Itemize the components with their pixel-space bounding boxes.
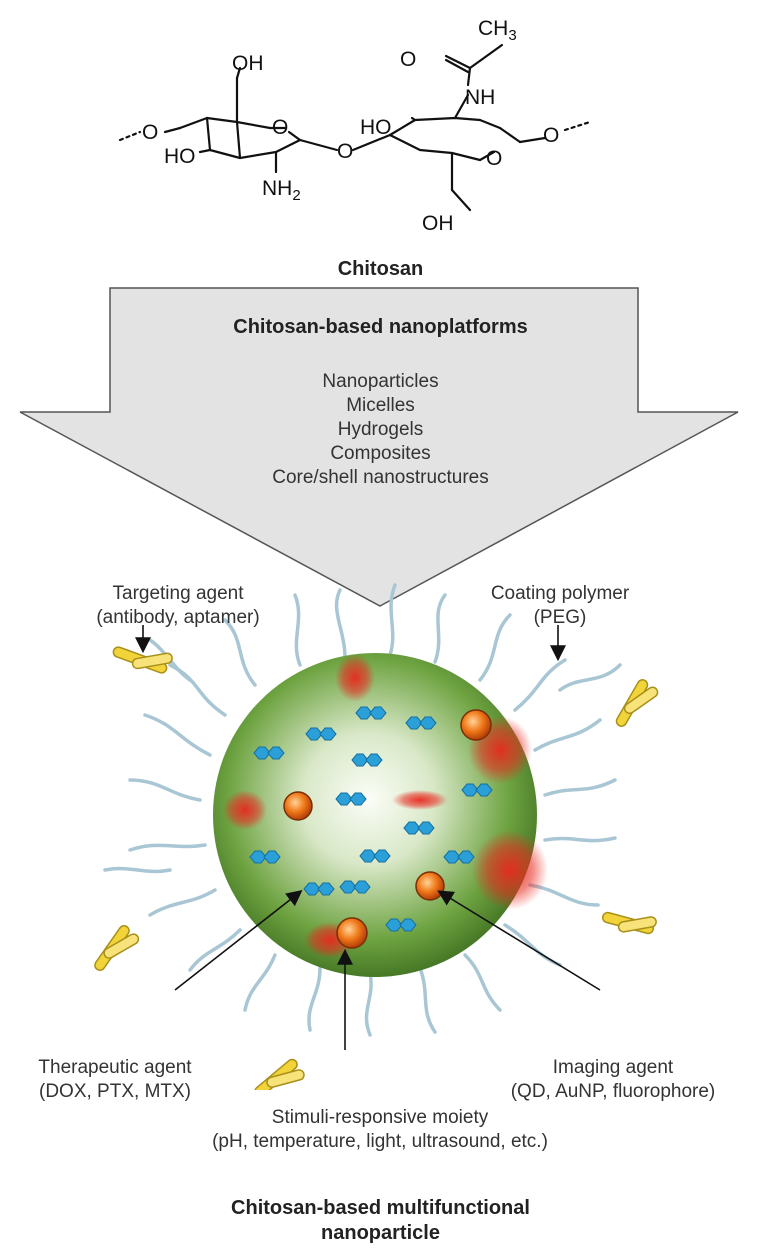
label-pointers	[135, 625, 601, 1050]
atom-ho-right: HO	[360, 116, 392, 139]
coating-polymer-label: Coating polymer (PEG)	[450, 582, 670, 630]
nanoplatform-item: Composites	[330, 443, 431, 464]
atom-o-left-end: O	[142, 121, 158, 144]
atom-oh-top: OH	[232, 52, 264, 75]
stimuli-moiety-label: Stimuli-responsive moiety (pH, temperatu…	[120, 1106, 640, 1154]
nanoplatform-list: Nanoparticles Micelles Hydrogels Composi…	[0, 370, 761, 490]
therapeutic-agent-examples: (DOX, PTX, MTX)	[39, 1081, 191, 1102]
atom-o-right-end: O	[543, 124, 559, 147]
bottom-title: Chitosan-based multifunctional nanoparti…	[0, 1196, 761, 1246]
chitosan-label: Chitosan	[337, 258, 424, 280]
therapeutic-agent-label: Therapeutic agent (DOX, PTX, MTX)	[0, 1056, 230, 1104]
atom-oh-bottom: OH	[422, 212, 454, 235]
imaging-agent-examples: (QD, AuNP, fluorophore)	[510, 1081, 716, 1102]
coating-polymer-examples: (PEG)	[533, 607, 587, 628]
atom-o-ring2: O	[486, 147, 502, 170]
atom-o-ring1: O	[272, 116, 288, 139]
atom-ch3: CH3	[478, 17, 517, 44]
atom-o-carbonyl: O	[400, 48, 416, 71]
atom-ho-left: HO	[164, 145, 196, 168]
nanoplatform-item: Nanoparticles	[322, 371, 439, 392]
imaging-agent-label: Imaging agent (QD, AuNP, fluorophore)	[468, 1056, 758, 1104]
atom-nh: NH	[465, 86, 495, 109]
stimuli-moiety-title: Stimuli-responsive moiety	[271, 1107, 489, 1128]
nanoplatform-item: Micelles	[346, 395, 415, 416]
nanoparticle-illustration	[94, 583, 659, 1090]
nanoplatform-arrow	[19, 287, 739, 607]
bottom-title-line2: nanoparticle	[321, 1222, 440, 1244]
therapeutic-agent-title: Therapeutic agent	[38, 1057, 192, 1078]
targeting-agent-examples: (antibody, aptamer)	[96, 607, 260, 628]
chitosan-structure: O OH O HO NH2 O HO NH O CH3 O O OH	[118, 17, 592, 235]
stimuli-moiety-examples: (pH, temperature, light, ultrasound, etc…	[212, 1131, 548, 1152]
imaging-particles	[283, 709, 492, 949]
drug-molecules	[249, 706, 493, 932]
nanoplatforms-title: Chitosan-based nanoplatforms	[233, 316, 528, 338]
targeting-agent-label: Targeting agent (antibody, aptamer)	[68, 582, 288, 630]
targeting-antibodies	[94, 646, 659, 1090]
coating-polymer-title: Coating polymer	[490, 583, 630, 604]
nanoplatform-item: Core/shell nanostructures	[272, 467, 489, 488]
bottom-title-line1: Chitosan-based multifunctional	[231, 1197, 530, 1219]
atom-nh2: NH2	[262, 177, 301, 204]
targeting-agent-title: Targeting agent	[112, 583, 244, 604]
imaging-agent-title: Imaging agent	[552, 1057, 674, 1078]
atom-o-link: O	[337, 140, 353, 163]
peg-strands	[103, 583, 622, 1037]
nanoplatform-item: Hydrogels	[337, 419, 424, 440]
